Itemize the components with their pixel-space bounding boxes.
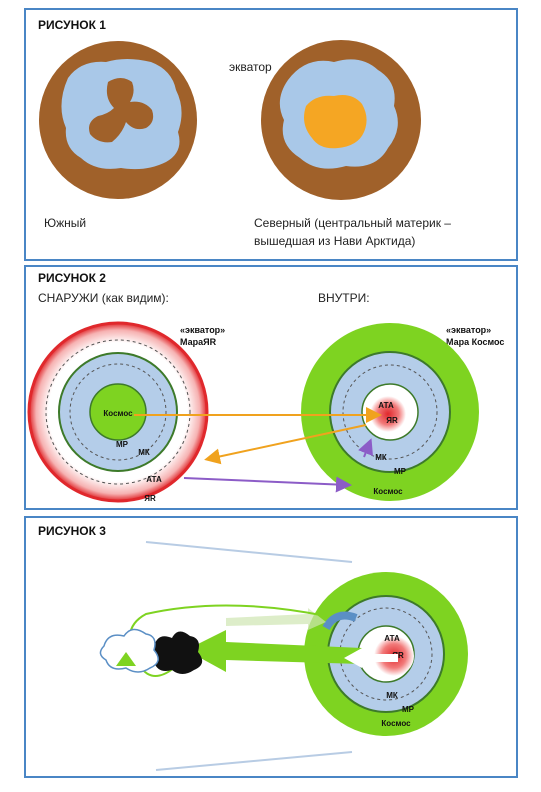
right-cosmos-label: Космос: [373, 487, 403, 496]
right-mk-label: МК: [375, 453, 387, 462]
fig3-ata-label: АТА: [384, 634, 400, 643]
right-ata-label: АТА: [378, 401, 394, 410]
big-green-arrow: [186, 630, 362, 672]
figure-1-drawing: [39, 40, 421, 200]
figure-3-title: РИСУНОК 3: [38, 524, 106, 538]
left-equator-label-2: МараЯR: [180, 337, 217, 347]
right-mr-label: МР: [394, 467, 407, 476]
left-cosmos-label: Космос: [103, 409, 133, 418]
inside-label: ВНУТРИ:: [318, 291, 370, 305]
fig3-mk-label: МК: [386, 691, 398, 700]
north-label-line2: вышедшая из Нави Арктида): [254, 234, 416, 248]
figure-3-drawing: АТА ЯR МК МР Космос: [99, 541, 468, 771]
left-mk-label: МК: [138, 448, 150, 457]
equator-label: экватор: [229, 60, 272, 74]
white-core-arrow: [344, 648, 398, 668]
black-cloud: [149, 631, 203, 674]
figure-2-title: РИСУНОК 2: [38, 271, 106, 285]
left-ata-label: АТА: [146, 475, 162, 484]
fig3-mr-label: МР: [402, 705, 415, 714]
north-globe: [261, 40, 421, 200]
outside-label: СНАРУЖИ (как видим):: [38, 291, 169, 305]
figure-1-panel: РИСУНОК 1 экватор Южный Северный (центра…: [24, 8, 518, 261]
green-loop-line: [128, 604, 327, 677]
perspective-line-bottom: [155, 751, 353, 771]
figure-2-drawing: Космос МР МК АТА ЯR АТА ЯR МК МР Космос: [27, 321, 479, 503]
core-to-equator-arrow: [204, 424, 367, 465]
small-green-triangle: [116, 652, 136, 666]
inside-sphere: АТА ЯR МК МР Космос: [301, 323, 479, 501]
figure-2-panel: РИСУНОК 2 СНАРУЖИ (как видим): ВНУТРИ: «…: [24, 265, 518, 510]
swirl-arc: [322, 611, 358, 631]
right-yar-label: ЯR: [386, 416, 398, 425]
figure-1-title: РИСУНОК 1: [38, 18, 106, 32]
left-yar-label: ЯR: [144, 494, 156, 503]
figure-3-panel: РИСУНОК 3 АТА ЯR МК МР Космос: [24, 516, 518, 778]
ata-to-cosmos-arrow: [183, 476, 352, 493]
left-equator-label-1: «экватор»: [180, 325, 226, 335]
outside-sphere: Космос МР МК АТА ЯR: [27, 321, 209, 503]
white-cloud: [99, 628, 159, 673]
fig3-cosmos-label: Космос: [381, 719, 411, 728]
north-label-line1: Северный (центральный материк –: [254, 216, 451, 230]
right-equator-label-1: «экватор»: [446, 325, 492, 335]
fig3-yar-label: ЯR: [392, 651, 404, 660]
left-mr-label: МР: [116, 440, 129, 449]
right-equator-label-2: Мара Космос: [446, 337, 505, 347]
perspective-line-top: [145, 541, 353, 563]
mk-up-arrow: [358, 438, 373, 458]
south-label: Южный: [44, 216, 87, 230]
upper-light-arrow: [226, 608, 326, 630]
south-globe: [39, 41, 197, 199]
